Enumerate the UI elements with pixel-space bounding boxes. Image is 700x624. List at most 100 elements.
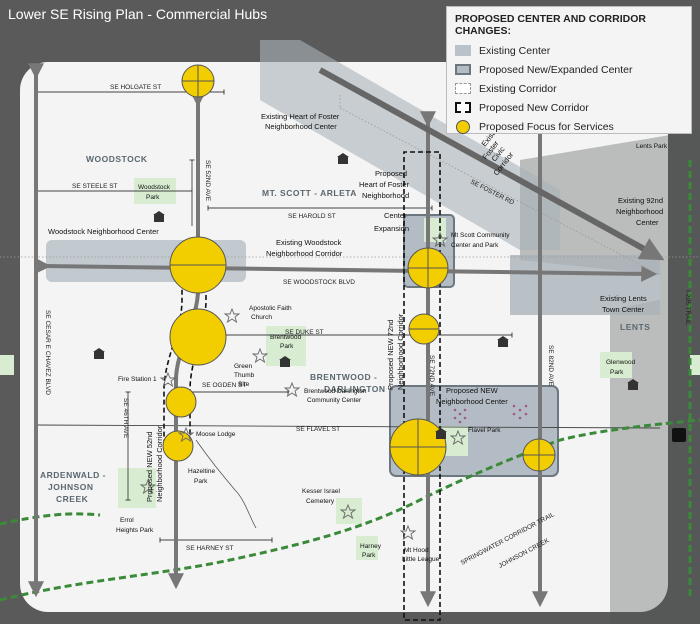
street-82nd: SE 82ND AVE <box>547 345 554 387</box>
pl-apostolic-1: Apostolic Faith <box>249 305 292 312</box>
pl-hazeltine-2: Park <box>194 478 208 485</box>
nh-ardenwald-2: JOHNSON <box>48 482 94 492</box>
creek-line <box>195 439 257 529</box>
focus-circle-swatch <box>456 119 470 134</box>
pl-brentwood-park-2: Park <box>280 343 294 350</box>
ann-prop-heart-1: Proposed <box>375 169 407 178</box>
ann-ex92-2: Neighborhood <box>616 207 663 216</box>
nh-ardenwald-1: ARDENWALD - <box>40 470 106 480</box>
ann-prop-heart-4: Center <box>384 211 407 220</box>
legend-item-proposed-center: Proposed New/Expanded Center <box>455 60 683 79</box>
nh-lents: LENTS <box>620 322 650 332</box>
ann-new72-2: Neighborhood Corridor <box>396 313 405 390</box>
ann-heart-foster-1: Existing Heart of Foster <box>261 112 340 121</box>
street-holgate: SE HOLGATE ST <box>110 84 161 91</box>
street-ogden: SE OGDEN ST <box>202 382 246 389</box>
street-harney: SE HARNEY ST <box>186 545 234 552</box>
existing-center-swatch <box>455 45 471 56</box>
building-icons <box>93 153 686 442</box>
annotation-labels: Existing Heart of Foster Neighborhood Ce… <box>48 112 663 502</box>
pl-hazeltine-1: Hazeltine <box>188 468 215 475</box>
legend-label: Proposed New Corridor <box>479 101 589 114</box>
dots-pattern <box>453 404 528 424</box>
nh-woodstock: WOODSTOCK <box>86 154 148 164</box>
street-52nd: SE 52ND AVE <box>204 160 211 202</box>
ann-prop-heart-3: Neighborhood <box>362 191 409 200</box>
pl-moose-lodge: Moose Lodge <box>196 431 236 438</box>
legend-heading: PROPOSED CENTER AND CORRIDOR CHANGES: <box>455 13 646 37</box>
ann-lents-tc-1: Existing Lents <box>600 294 647 303</box>
pl-green-thumb-1: Green <box>234 363 252 370</box>
street-duke: SE DUKE ST <box>285 329 324 336</box>
pl-brentwood-cc-1: Brentwood Darlington <box>304 388 367 395</box>
ann-new52-2: Neighborhood Corridor <box>155 425 164 502</box>
map-title: Lower SE Rising Plan - Commercial Hubs <box>8 6 268 22</box>
minor-streets <box>35 89 661 543</box>
pl-woodstock-park-2: Park <box>146 194 160 201</box>
ann-woodstock-nc: Woodstock Neighborhood Center <box>48 227 159 236</box>
ann-newnc-1: Proposed NEW <box>446 386 499 395</box>
pl-woodstock-park-1: Woodstock <box>138 184 171 191</box>
legend-label: Proposed Focus for Services <box>479 120 614 133</box>
pl-glenwood-2: Park <box>610 369 624 376</box>
street-chavez: SE CESAR E CHAVEZ BLVD <box>44 310 51 395</box>
ann-woodstock-cor-1: Existing Woodstock <box>276 238 342 247</box>
pl-flavel-park: Flavel Park <box>468 427 501 434</box>
street-i205: I-205 TRAIL <box>684 290 691 325</box>
pl-mt-hood-1: Mt Hood <box>404 547 429 554</box>
legend-label: Existing Corridor <box>479 82 557 95</box>
legend: PROPOSED CENTER AND CORRIDOR CHANGES: Ex… <box>446 6 692 134</box>
star-markers <box>139 231 467 541</box>
pl-green-thumb-2: Thumb <box>234 372 255 379</box>
place-labels: Woodstock Park Apostolic Faith Church Mt… <box>116 143 668 563</box>
pl-brentwood-cc-2: Community Center <box>307 397 362 404</box>
legend-item-focus: Proposed Focus for Services <box>455 117 683 136</box>
pl-green-thumb-3: Site <box>238 381 250 388</box>
legend-label: Existing Center <box>479 44 551 57</box>
legend-item-existing-center: Existing Center <box>455 41 683 60</box>
pl-mt-hood-2: Little League <box>402 556 440 563</box>
heart-of-foster-center <box>260 40 560 250</box>
legend-item-existing-corridor: Existing Corridor <box>455 79 683 98</box>
pl-mt-scott-cc-2: Center and Park <box>451 242 499 249</box>
nh-brentwood-2: DARLINGTON <box>324 384 386 394</box>
legend-label: Proposed New/Expanded Center <box>479 63 633 76</box>
ann-new72-1: Proposed NEW 72nd <box>386 320 395 390</box>
ann-prop-heart-2: Heart of Foster <box>359 180 410 189</box>
existing-corridor-swatch <box>455 83 471 94</box>
nh-mt-scott: MT. SCOTT - ARLETA <box>262 188 357 198</box>
street-steele: SE STEELE ST <box>72 183 118 190</box>
nh-brentwood-1: BRENTWOOD - <box>310 372 377 382</box>
existing-corridors <box>0 95 700 276</box>
neighborhood-labels: WOODSTOCK MT. SCOTT - ARLETA BRENTWOOD -… <box>40 154 650 504</box>
ann-prop-heart-5: Expansion <box>374 224 409 233</box>
pl-errol-1: Errol <box>120 517 134 524</box>
street-flavel: SE FLAVEL ST <box>296 426 340 433</box>
proposed-center-swatch <box>455 64 471 75</box>
ann-newnc-2: Neighborhood Center <box>436 397 508 406</box>
pl-errol-2: Heights Park <box>116 527 154 534</box>
legend-item-new-corridor: Proposed New Corridor <box>455 98 683 117</box>
nh-ardenwald-3: CREEK <box>56 494 89 504</box>
street-46th: SE 46TH AVE <box>122 398 129 439</box>
street-harold: SE HAROLD ST <box>288 213 336 220</box>
ann-new52-1: Proposed NEW 52nd <box>145 432 154 502</box>
pl-fire-station: Fire Station 1 <box>118 376 157 383</box>
pl-glenwood-1: Glenwood <box>606 359 636 366</box>
new-corridor-swatch <box>455 102 471 113</box>
pl-kesser-1: Kesser Israel <box>302 488 340 495</box>
pl-brentwood-park-1: Brentwood <box>270 334 301 341</box>
street-woodstock-blvd: SE WOODSTOCK BLVD <box>283 279 355 286</box>
ann-ex92-3: Center <box>636 218 659 227</box>
pl-apostolic-2: Church <box>251 314 272 321</box>
ann-ex92-1: Existing 92nd <box>618 196 663 205</box>
pl-lents-park: Lents Park <box>636 143 668 150</box>
pl-kesser-2: Cemetery <box>306 498 335 505</box>
trails <box>0 160 700 602</box>
ann-lents-tc-2: Town Center <box>602 305 645 314</box>
ann-heart-foster-2: Neighborhood Center <box>265 122 337 131</box>
pl-harney-park-1: Harney <box>360 543 382 550</box>
focus-crosshairs <box>170 65 555 475</box>
street-72nd: SE 72ND AVE <box>428 355 435 397</box>
pl-mt-scott-cc-1: Mt Scott Community <box>451 232 510 239</box>
